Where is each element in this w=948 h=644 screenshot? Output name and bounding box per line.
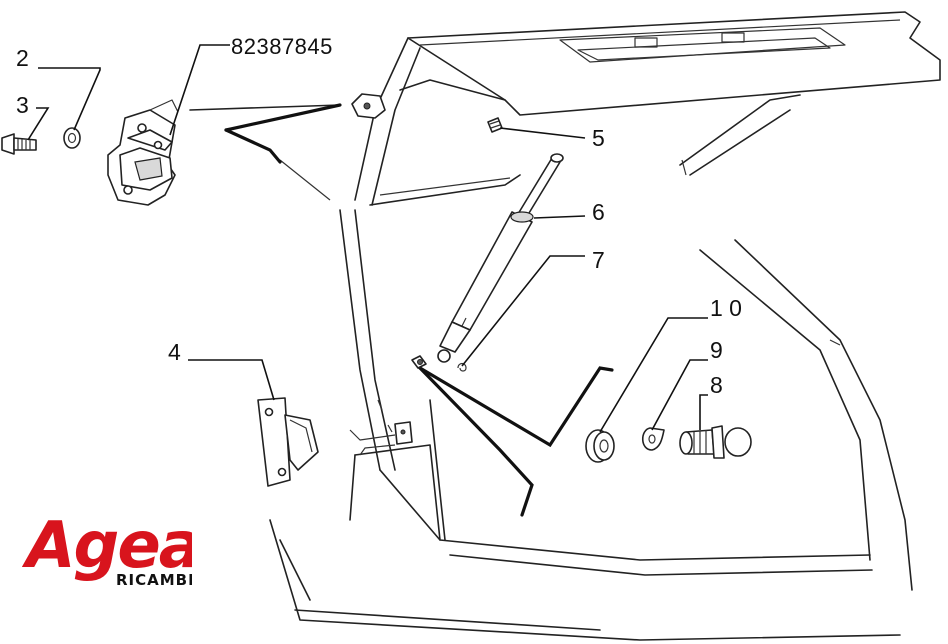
- car-body-outline: [189, 11, 941, 641]
- callout-7: 7: [592, 247, 605, 273]
- part-number-label: 82387845: [231, 34, 333, 59]
- agea-ricambi-logo: Agea RICAMBI: [22, 509, 192, 589]
- part-small-bracket: [394, 421, 413, 445]
- callout-3: 3: [16, 92, 29, 118]
- part-bushing: [679, 425, 752, 459]
- callout-8: 8: [710, 372, 723, 398]
- callout-labels: 2 3 82387845 4 5 6 7 1 0 9 8: [16, 34, 742, 398]
- leader-lines: [27, 44, 708, 433]
- part-bolt: [1, 133, 37, 155]
- part-ball-stud: [411, 355, 427, 369]
- part-clip-9: [641, 427, 665, 451]
- part-bump-stop: [487, 117, 503, 133]
- callout-4: 4: [168, 339, 181, 365]
- callout-2: 2: [16, 45, 29, 71]
- callout-5: 5: [592, 125, 605, 151]
- connection-lines: [224, 103, 614, 517]
- part-striker-plate: [257, 397, 319, 487]
- part-gas-strut: [437, 153, 564, 363]
- callout-6: 6: [592, 199, 605, 225]
- callout-9: 9: [710, 337, 723, 363]
- logo-brand-text: Agea: [22, 509, 192, 583]
- part-upper-bracket: [351, 93, 386, 119]
- logo-subtitle: RICAMBI: [116, 571, 192, 589]
- part-retaining-clip: [457, 362, 467, 372]
- part-latch: [107, 99, 179, 206]
- callout-10: 1 0: [710, 295, 742, 321]
- part-washer: [63, 127, 81, 149]
- part-grommet: [585, 429, 615, 463]
